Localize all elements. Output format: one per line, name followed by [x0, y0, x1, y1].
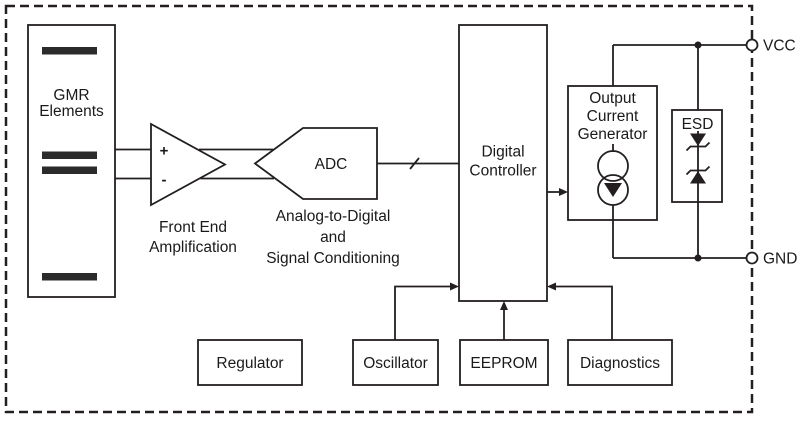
current-source-arrow-down — [604, 183, 622, 197]
current-source-upper-circle — [597, 150, 629, 182]
zener-bar-top — [685, 141, 711, 152]
output-current-generator-box — [567, 85, 658, 221]
oscillator-wire — [394, 285, 450, 340]
ocg-label-line3: Generator — [578, 126, 648, 143]
gmr-resistor-bar — [42, 47, 97, 55]
digital-controller-label-line1: Digital — [481, 144, 524, 161]
gmr-resistor-bar — [42, 166, 97, 174]
amp-minus-sign: - — [162, 172, 167, 189]
zener-triangle-up — [690, 171, 706, 184]
vcc-terminal: VCC — [745, 38, 796, 55]
vcc-junction-dot — [694, 41, 702, 49]
arrowhead-right-icon — [559, 188, 568, 196]
regulator-label: Regulator — [216, 355, 283, 372]
gnd-terminal: GND — [745, 251, 797, 268]
gmr-elements-block: GMR Elements — [27, 24, 116, 298]
gmr-resistor-bar — [42, 273, 97, 281]
gnd-pin-label: GND — [763, 251, 797, 268]
arrowhead-up-icon — [500, 301, 508, 310]
eeprom-label: EEPROM — [470, 355, 537, 372]
diagnostics-to-controller-connection — [547, 282, 613, 340]
arrowhead-right-icon — [450, 282, 459, 291]
gmr-resistor-bar — [42, 151, 97, 159]
adc-caption-line2: and — [320, 229, 346, 246]
gnd-junction-dot — [694, 254, 702, 262]
frontend-caption-line2: Amplification — [149, 239, 237, 256]
chip-boundary-dashed-border — [4, 4, 754, 414]
ocg-label-line2: Current — [587, 108, 639, 125]
eeprom-to-controller-connection — [500, 301, 508, 340]
vcc-pin-circle-icon — [745, 38, 759, 52]
oscillator-box — [352, 339, 439, 386]
gmr-label-line2: Elements — [39, 103, 104, 120]
diagnostics-label: Diagnostics — [580, 355, 660, 372]
gmr-label-line1: GMR — [53, 87, 89, 104]
oscillator-label: Oscillator — [363, 355, 428, 372]
bus-slash-mark — [409, 157, 420, 170]
regulator-block: Regulator — [197, 339, 303, 386]
zener-bar-bottom — [685, 165, 711, 176]
esd-box — [671, 109, 723, 203]
eeprom-block: EEPROM — [459, 339, 549, 386]
adc-caption-line1: Analog-to-Digital — [276, 208, 391, 225]
oscillator-to-controller-connection — [394, 282, 459, 340]
gmr-elements-box — [27, 24, 116, 298]
esd-label: ESD — [682, 116, 714, 133]
gnd-pin-circle-icon — [745, 251, 759, 265]
digital-controller-label-line2: Controller — [469, 163, 536, 180]
output-current-generator-block: Output Current Generator — [567, 85, 658, 221]
adc-label: ADC — [315, 156, 348, 173]
diagnostics-box — [567, 339, 673, 386]
esd-block: ESD — [671, 109, 723, 203]
diagnostics-block: Diagnostics — [567, 339, 673, 386]
regulator-box — [197, 339, 303, 386]
zener-diode-down-icon — [685, 133, 711, 152]
oscillator-block: Oscillator — [352, 339, 439, 386]
vcc-pin-label: VCC — [763, 38, 796, 55]
zener-triangle-down — [690, 133, 706, 146]
digital-controller-box — [458, 24, 548, 302]
opamp-triangle-icon — [150, 122, 227, 207]
amp-plus-sign: + — [160, 143, 169, 160]
eeprom-box — [459, 339, 549, 386]
adc-caption-line3: Signal Conditioning — [266, 250, 400, 267]
arrowhead-left-icon — [547, 282, 556, 291]
current-source-icon — [597, 144, 629, 220]
front-end-amplifier: + - Front End Amplification — [149, 122, 237, 256]
diagnostics-wire — [556, 285, 613, 340]
zener-diode-up-icon — [685, 165, 711, 184]
digital-controller-block: Digital Controller — [458, 24, 548, 302]
frontend-caption-line1: Front End — [159, 219, 227, 236]
adc-block: ADC Analog-to-Digital and Signal Conditi… — [253, 127, 400, 267]
ocg-label-line1: Output — [589, 90, 636, 107]
